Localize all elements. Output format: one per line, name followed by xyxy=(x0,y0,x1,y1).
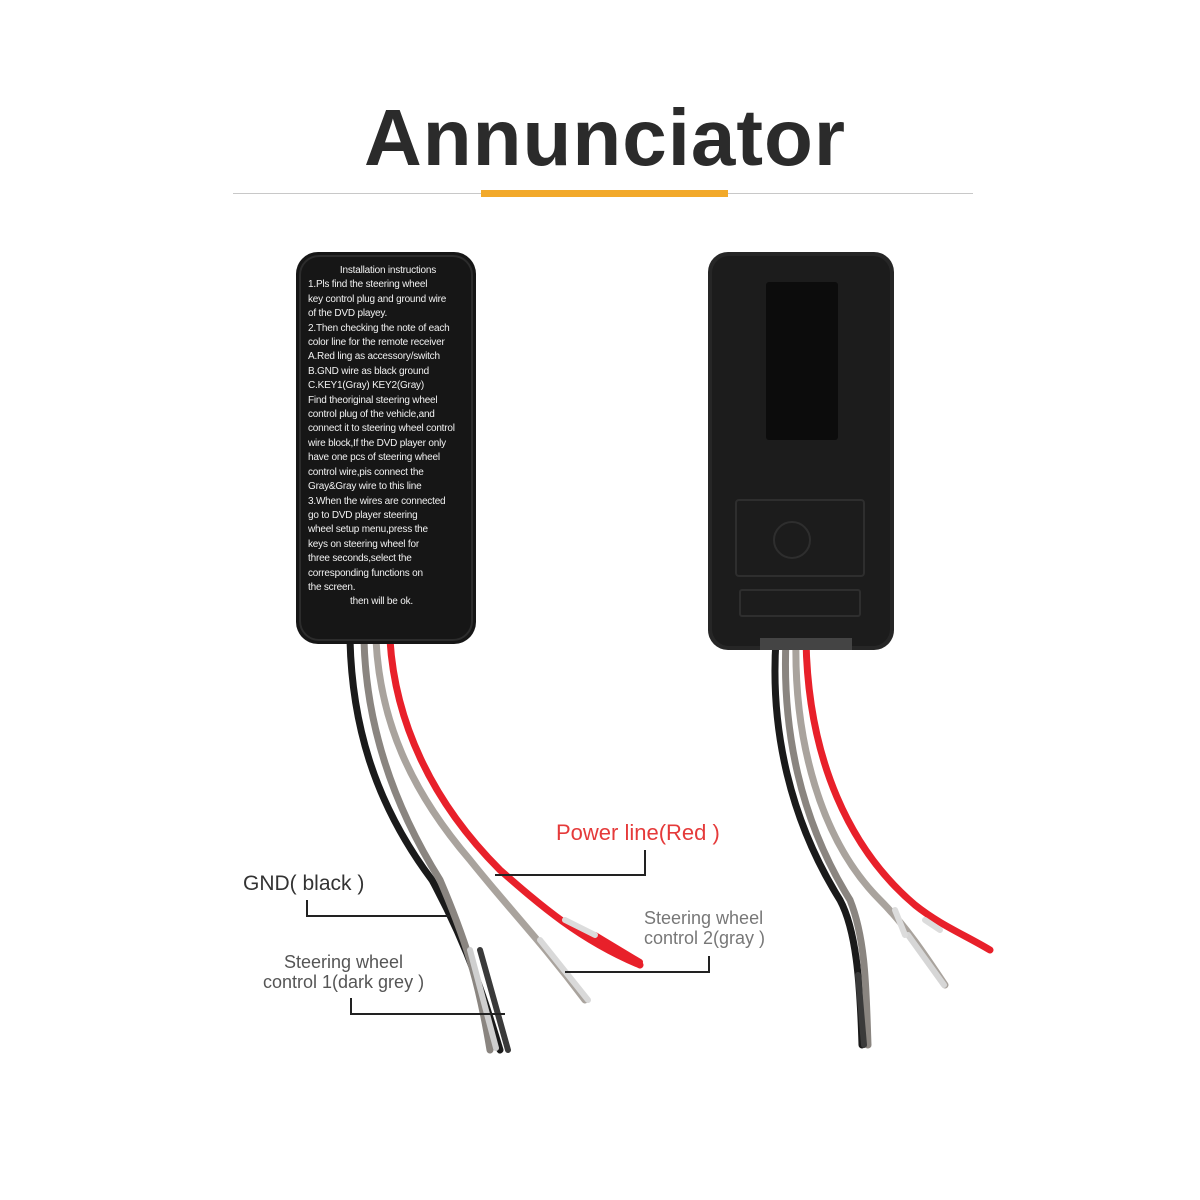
instruction-line: go to DVD player steering xyxy=(308,509,418,521)
swc1-callout-line xyxy=(350,998,505,1015)
steering-wheel-control-1-label: Steering wheel control 1(dark grey ) xyxy=(263,952,424,992)
instruction-line: the screen. xyxy=(308,581,356,593)
instruction-line: of the DVD playey. xyxy=(308,308,388,320)
right-device-clip xyxy=(735,499,865,577)
instruction-line: C.KEY1(Gray) KEY2(Gray) xyxy=(308,380,424,392)
instruction-line: corresponding functions on xyxy=(308,567,423,579)
swc2-label-line2: control 2(gray ) xyxy=(644,928,766,948)
installation-instructions: Installation instructions 1.Pls find the… xyxy=(308,264,468,610)
right-device-window xyxy=(766,282,838,440)
gnd-callout-line xyxy=(306,900,450,917)
page-title: Annunciator xyxy=(363,93,847,182)
swc2-label-line1: Steering wheel xyxy=(644,908,764,928)
title-accent-bar xyxy=(481,190,728,197)
instruction-line: 1.Pls find the steering wheel xyxy=(308,279,428,291)
callout-lines xyxy=(306,850,710,1015)
power-line-label: Power line(Red ) xyxy=(556,820,720,845)
left-device-wires xyxy=(346,636,644,1054)
instruction-line: 3.When the wires are connected xyxy=(308,495,446,507)
power-callout-line xyxy=(495,850,646,876)
instruction-line: control wire,pis connect the xyxy=(308,466,424,478)
right-device-wires xyxy=(771,636,994,1049)
instruction-line: A.Red ling as accessory/switch xyxy=(308,351,440,363)
instruction-line: have one pcs of steering wheel xyxy=(308,452,440,464)
instruction-line: Gray&Gray wire to this line xyxy=(308,481,422,493)
instruction-line: connect it to steering wheel control xyxy=(308,423,455,435)
instruction-line: B.GND wire as black ground xyxy=(308,365,429,377)
left-device xyxy=(296,252,644,1054)
instruction-line: three seconds,select the xyxy=(308,553,412,565)
instruction-line: key control plug and ground wire xyxy=(308,293,447,305)
swc1-label-line2: control 1(dark grey ) xyxy=(263,972,425,992)
swc1-label-line1: Steering wheel xyxy=(283,952,404,972)
right-device xyxy=(708,252,994,1049)
instruction-line: 2.Then checking the note of each xyxy=(308,322,450,334)
instruction-line: wire block,If the DVD player only xyxy=(308,437,446,449)
left-device-body xyxy=(296,252,476,644)
swc2-callout-line xyxy=(565,956,710,973)
gnd-label: GND( black ) xyxy=(243,872,365,895)
instruction-line: control plug of the vehicle,and xyxy=(308,409,435,421)
steering-wheel-control-2-label: Steering wheel control 2(gray ) xyxy=(644,908,765,948)
instruction-line: then will be ok. xyxy=(350,596,413,608)
instructions-heading: Installation instructions xyxy=(339,265,437,276)
instruction-line: wheel setup menu,press the xyxy=(308,524,428,536)
instruction-line: Find theoriginal steering wheel xyxy=(308,394,438,406)
instruction-line: keys on steering wheel for xyxy=(308,538,419,550)
instruction-line: color line for the remote receiver xyxy=(308,337,445,349)
